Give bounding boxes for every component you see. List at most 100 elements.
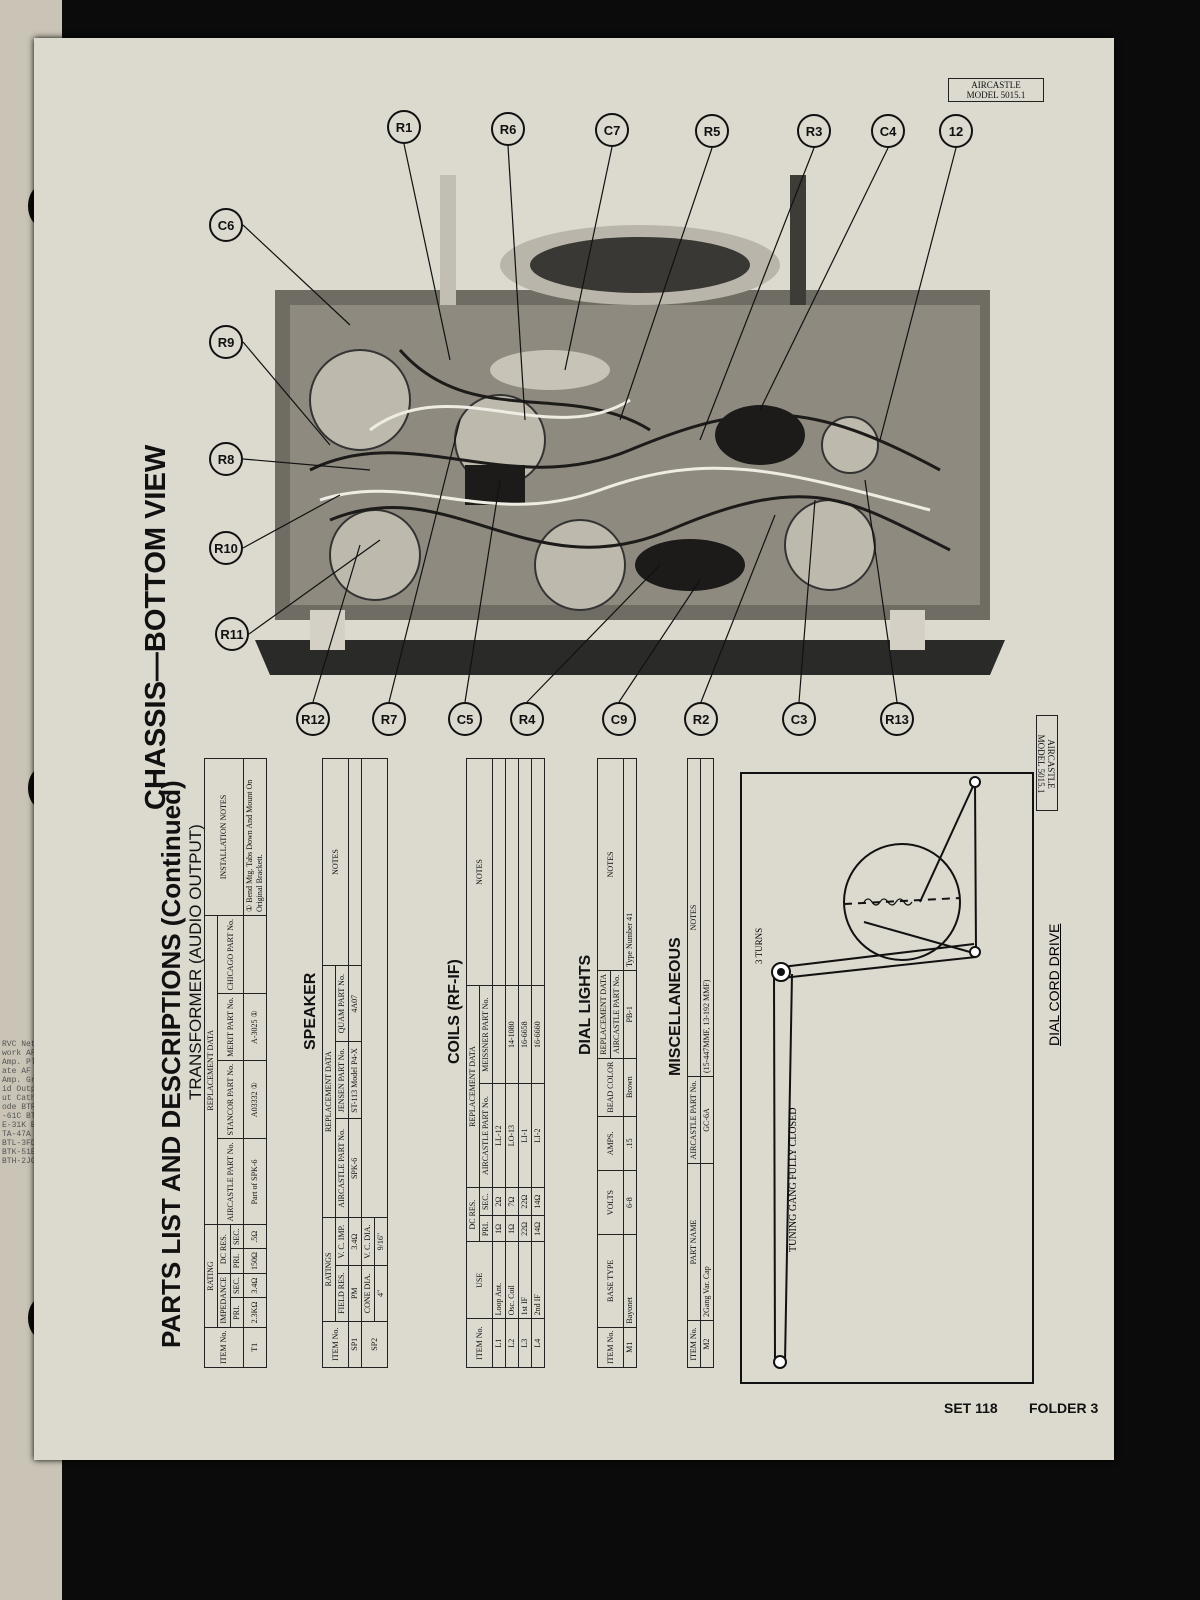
- misc-subtitle: MISCELLANEOUS: [667, 937, 684, 1076]
- th-aircastle: AIRCASTLE PART No.: [335, 1118, 349, 1218]
- th-field-res: FIELD RES.: [335, 1265, 349, 1322]
- cell-aircastle: SPK-6: [348, 1118, 362, 1218]
- cell-item: SP2: [361, 1321, 388, 1368]
- th-volts: VOLTS: [597, 1170, 624, 1235]
- dial-lights-subtitle: DIAL LIGHTS: [577, 954, 594, 1055]
- callout-r10: R10: [209, 531, 243, 565]
- th-meissner: MEISSNER PART No.: [479, 985, 493, 1084]
- previous-page-text: RVC Network AF Amp. Plate AF Amp. Grid O…: [2, 1040, 36, 1166]
- callout-12: 12: [939, 114, 973, 148]
- cell-pri: 22Ω: [518, 1215, 532, 1242]
- chassis-title: CHASSIS—BOTTOM VIEW: [140, 444, 172, 810]
- cell-merit: A-3025 ①: [243, 993, 267, 1061]
- cell-meissner: 16-6660: [531, 985, 545, 1084]
- cell-aircastle: LO-13: [505, 1083, 519, 1188]
- speaker-table: ITEM No. RATINGS REPLACEMENT DATA NOTES …: [322, 758, 388, 1368]
- callout-r5: R5: [695, 114, 729, 148]
- th-item: ITEM No.: [466, 1318, 493, 1368]
- cell-item: M2: [700, 1320, 714, 1368]
- th-stancor: STANCOR PART No.: [217, 1060, 244, 1139]
- cell-chicago: [243, 915, 267, 994]
- th-notes: NOTES: [597, 758, 624, 971]
- table-row: T1 2.3KΩ 3.4Ω 150Ω .5Ω Part of SPK-6 A03…: [243, 758, 267, 1368]
- th-dc-res: DC RES.: [217, 1224, 231, 1274]
- cell-vc-imp: 3.4Ω: [348, 1217, 362, 1266]
- th-quam: QUAM PART No.: [335, 965, 349, 1042]
- th-item: ITEM No.: [597, 1327, 624, 1368]
- callout-r4: R4: [510, 702, 544, 736]
- cell-volts: 6-8: [623, 1170, 637, 1235]
- cell-use: 1st IF: [518, 1241, 532, 1319]
- th-aircastle: AIRCASTLE PART No.: [217, 1139, 244, 1225]
- th-rating: RATING: [204, 1224, 218, 1328]
- dial-cord-drive: TUNING GANG FULLY CLOSED 3 TURNS: [740, 772, 1034, 1384]
- th-bead-color: BEAD COLOR: [597, 1058, 624, 1117]
- cell-notes: (15-447MMF, 13-192 MMF): [700, 758, 714, 1077]
- cell-aircastle: PB-1: [623, 970, 637, 1059]
- th-impedance: IMPEDANCE: [217, 1273, 231, 1328]
- th-use: USE: [466, 1241, 493, 1319]
- table-row: L2 Osc. Coil 1Ω 7Ω LO-13 14-1080: [505, 758, 519, 1368]
- cell-imp-pri: 2.3KΩ: [243, 1297, 267, 1328]
- cell-notes: [531, 758, 545, 986]
- cell-sec: 22Ω: [518, 1187, 532, 1216]
- cell-aircastle: GC-6A: [700, 1076, 714, 1164]
- cell-aircastle: Part of SPK-6: [243, 1139, 267, 1225]
- cell-meissner: 16-6658: [518, 985, 532, 1084]
- th-ratings: RATINGS: [322, 1217, 336, 1322]
- callout-r1: R1: [387, 110, 421, 144]
- th-amps: AMPS.: [597, 1116, 624, 1171]
- cell-aircastle: LI-1: [518, 1083, 532, 1188]
- th-notes: NOTES: [687, 758, 701, 1077]
- cell-item: SP1: [348, 1321, 362, 1368]
- cell-sec: 2Ω: [492, 1187, 506, 1216]
- th-item: ITEM No.: [204, 1327, 244, 1368]
- callout-r3: R3: [797, 114, 831, 148]
- callout-c7: C7: [595, 113, 629, 147]
- th-pri: PRI.: [230, 1248, 244, 1274]
- callout-r9: R9: [209, 325, 243, 359]
- cell-item: L1: [492, 1318, 506, 1368]
- cell-aircastle: LL-12: [492, 1083, 506, 1188]
- cell-amps: .15: [623, 1116, 637, 1171]
- cell-imp-sec: 3.4Ω: [243, 1273, 267, 1298]
- cell-meissner: 14-1080: [505, 985, 519, 1084]
- cell-vc-dia: 9/16": [374, 1217, 388, 1266]
- th-replacement: REPLACEMENT DATA: [204, 915, 218, 1225]
- th-base-type: BASE TYPE: [597, 1234, 624, 1328]
- cell-cone: 4": [374, 1265, 388, 1322]
- dial-cord-diagram: [771, 776, 981, 1369]
- th-cone-dia: CONE DIA.: [361, 1265, 375, 1322]
- cell-notes: ① Bend Mtg. Tabs Down And Mount On Origi…: [243, 758, 267, 916]
- dial-drive-caption: DIAL CORD DRIVE: [1046, 923, 1062, 1046]
- cell-use: 2nd IF: [531, 1241, 545, 1319]
- th-item: ITEM No.: [322, 1321, 349, 1368]
- turns-label: 3 TURNS: [754, 927, 764, 964]
- cell-jensen: ST-113 Model P4-X: [348, 1041, 362, 1119]
- speaker-subtitle: SPEAKER: [302, 972, 319, 1050]
- cell-base: Bayonet: [623, 1234, 637, 1328]
- tuning-gang-label: TUNING GANG FULLY CLOSED: [788, 1107, 799, 1252]
- callout-c5: C5: [448, 702, 482, 736]
- cell-use: Osc. Coil: [505, 1241, 519, 1319]
- cell-field: PM: [348, 1265, 362, 1322]
- table-row: L4 2nd IF 14Ω 14Ω LI-2 16-6660: [531, 758, 545, 1368]
- th-aircastle: AIRCASTLE PART No.: [479, 1083, 493, 1188]
- cell-meissner: [492, 985, 506, 1084]
- table-row: SP1 PM 3.4Ω SPK-6 ST-113 Model P4-X 4A07: [348, 758, 362, 1368]
- th-sec: SEC.: [230, 1224, 244, 1249]
- callout-c3: C3: [782, 702, 816, 736]
- transformer-table: ITEM No. RATING REPLACEMENT DATA INSTALL…: [204, 758, 267, 1368]
- stamp-model: MODEL 5015.1: [966, 90, 1026, 100]
- th-pri: PRI.: [230, 1297, 244, 1328]
- th-vc-imp: V. C. IMP.: [335, 1217, 349, 1266]
- transformer-subtitle: TRANSFORMER (AUDIO OUTPUT): [186, 824, 205, 1100]
- cell-sec: 7Ω: [505, 1187, 519, 1216]
- rotated-content: CHASSIS—BOTTOM VIEW PARTS LIST AND DESCR…: [34, 38, 1114, 1460]
- th-part-name: PART NAME: [687, 1163, 701, 1321]
- callout-r11: R11: [215, 617, 249, 651]
- callout-c4: C4: [871, 114, 905, 148]
- th-notes: NOTES: [322, 758, 349, 966]
- table-row: M2 2Gang Var. Cap GC-6A (15-447MMF, 13-1…: [700, 758, 714, 1368]
- th-replacement: REPLACEMENT DATA: [322, 965, 336, 1218]
